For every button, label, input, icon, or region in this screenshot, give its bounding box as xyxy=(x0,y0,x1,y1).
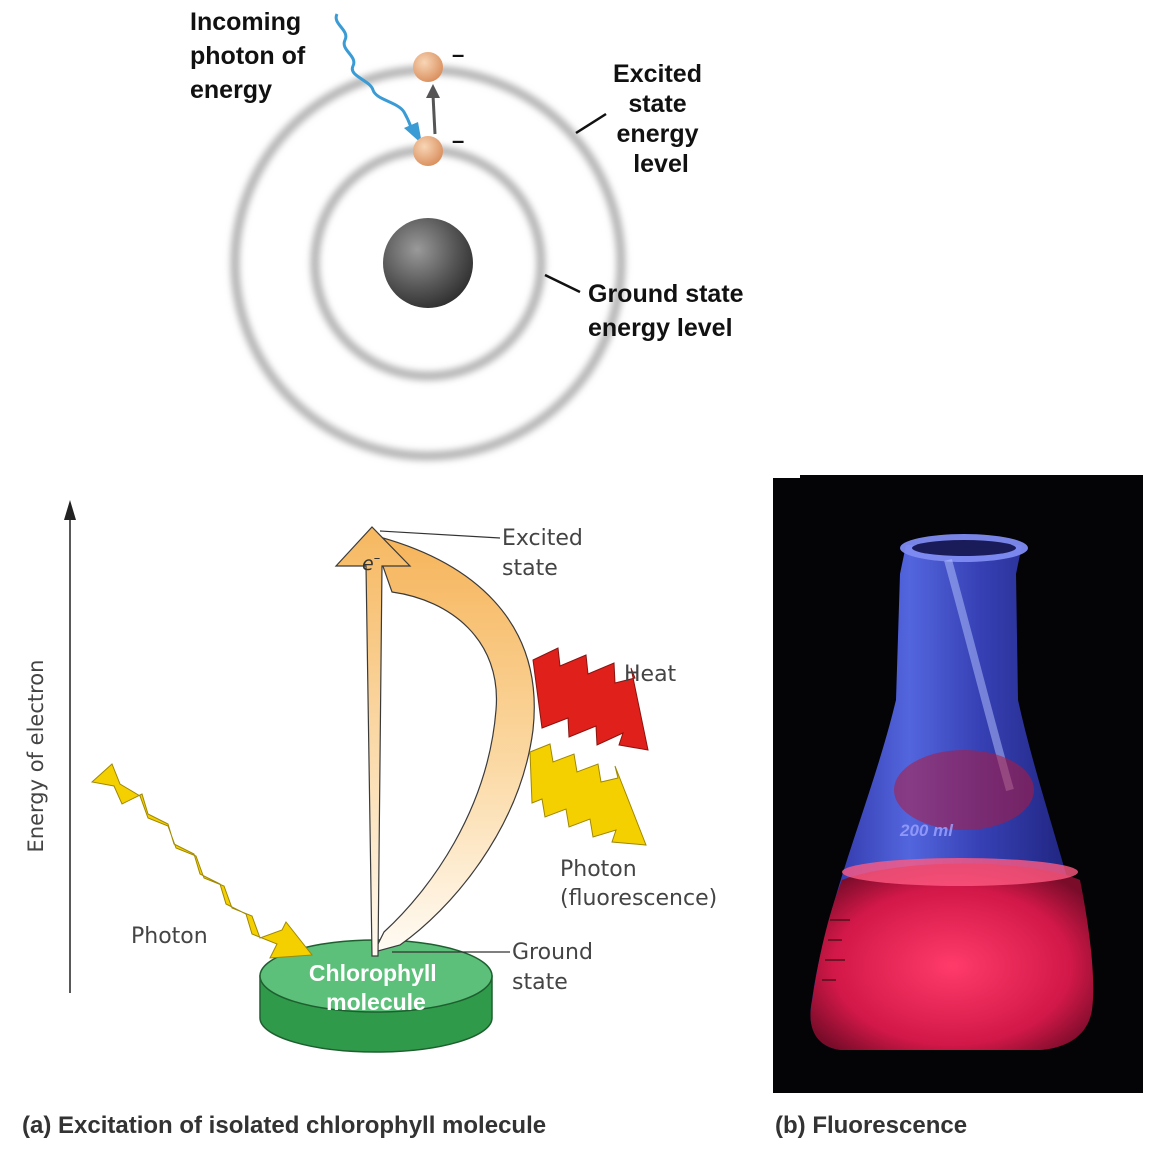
electron-return-arrow xyxy=(371,534,535,953)
excited-label-leader xyxy=(575,112,607,135)
ground-level-label: Ground state energy level xyxy=(588,280,751,342)
chlorophyll-label: Chlorophyll molecule xyxy=(309,960,443,1015)
ground-electron xyxy=(413,136,443,166)
electron-excitation-arrow xyxy=(334,526,412,957)
chlorophyll-disk xyxy=(259,939,493,1053)
electron-jump-arrow xyxy=(431,94,437,135)
emitted-photon-label: Photon (fluorescence) xyxy=(560,857,717,911)
incoming-photon-label: Photon xyxy=(131,924,208,949)
ground-state-label: Ground state xyxy=(512,940,600,995)
heat-label: Heat xyxy=(624,662,677,687)
panel-a-excitation: Energy of electron Chlorophyll molecule … xyxy=(22,500,717,1139)
flask-image: 200 ml xyxy=(810,534,1094,1050)
excited-electron xyxy=(413,52,443,82)
panel-a-caption: (a) Excitation of isolated chlorophyll m… xyxy=(22,1112,546,1139)
excited-level-label: Excited state energy level xyxy=(613,60,709,178)
incoming-photon-zigzag xyxy=(90,763,313,959)
atom-diagram: – – Incoming photon of energy Excited st… xyxy=(190,8,751,461)
ground-electron-charge: – xyxy=(452,128,464,153)
excited-electron-charge: – xyxy=(452,42,464,67)
energy-axis-label: Energy of electron xyxy=(24,660,48,853)
panel-b-fluorescence: 200 ml (b) Fluorescence xyxy=(773,468,1143,1139)
excited-state-leader xyxy=(379,530,501,539)
energy-axis-arrowhead xyxy=(64,500,76,520)
nucleus xyxy=(383,218,473,308)
emitted-photon-arrow xyxy=(529,743,647,846)
flask-volume-marking: 200 ml xyxy=(899,821,954,840)
electron-symbol: e– xyxy=(362,551,380,575)
incoming-photon-arrow xyxy=(334,13,414,131)
incoming-photon-arrowhead xyxy=(404,122,422,144)
incoming-photon-label: Incoming photon of energy xyxy=(190,8,312,104)
ground-label-leader xyxy=(544,273,581,294)
electron-jump-arrowhead xyxy=(426,84,440,98)
heat-arrow xyxy=(532,647,649,751)
excited-state-label: Excited state xyxy=(502,526,590,581)
panel-b-caption: (b) Fluorescence xyxy=(775,1112,967,1139)
photo-top-border xyxy=(773,468,800,478)
